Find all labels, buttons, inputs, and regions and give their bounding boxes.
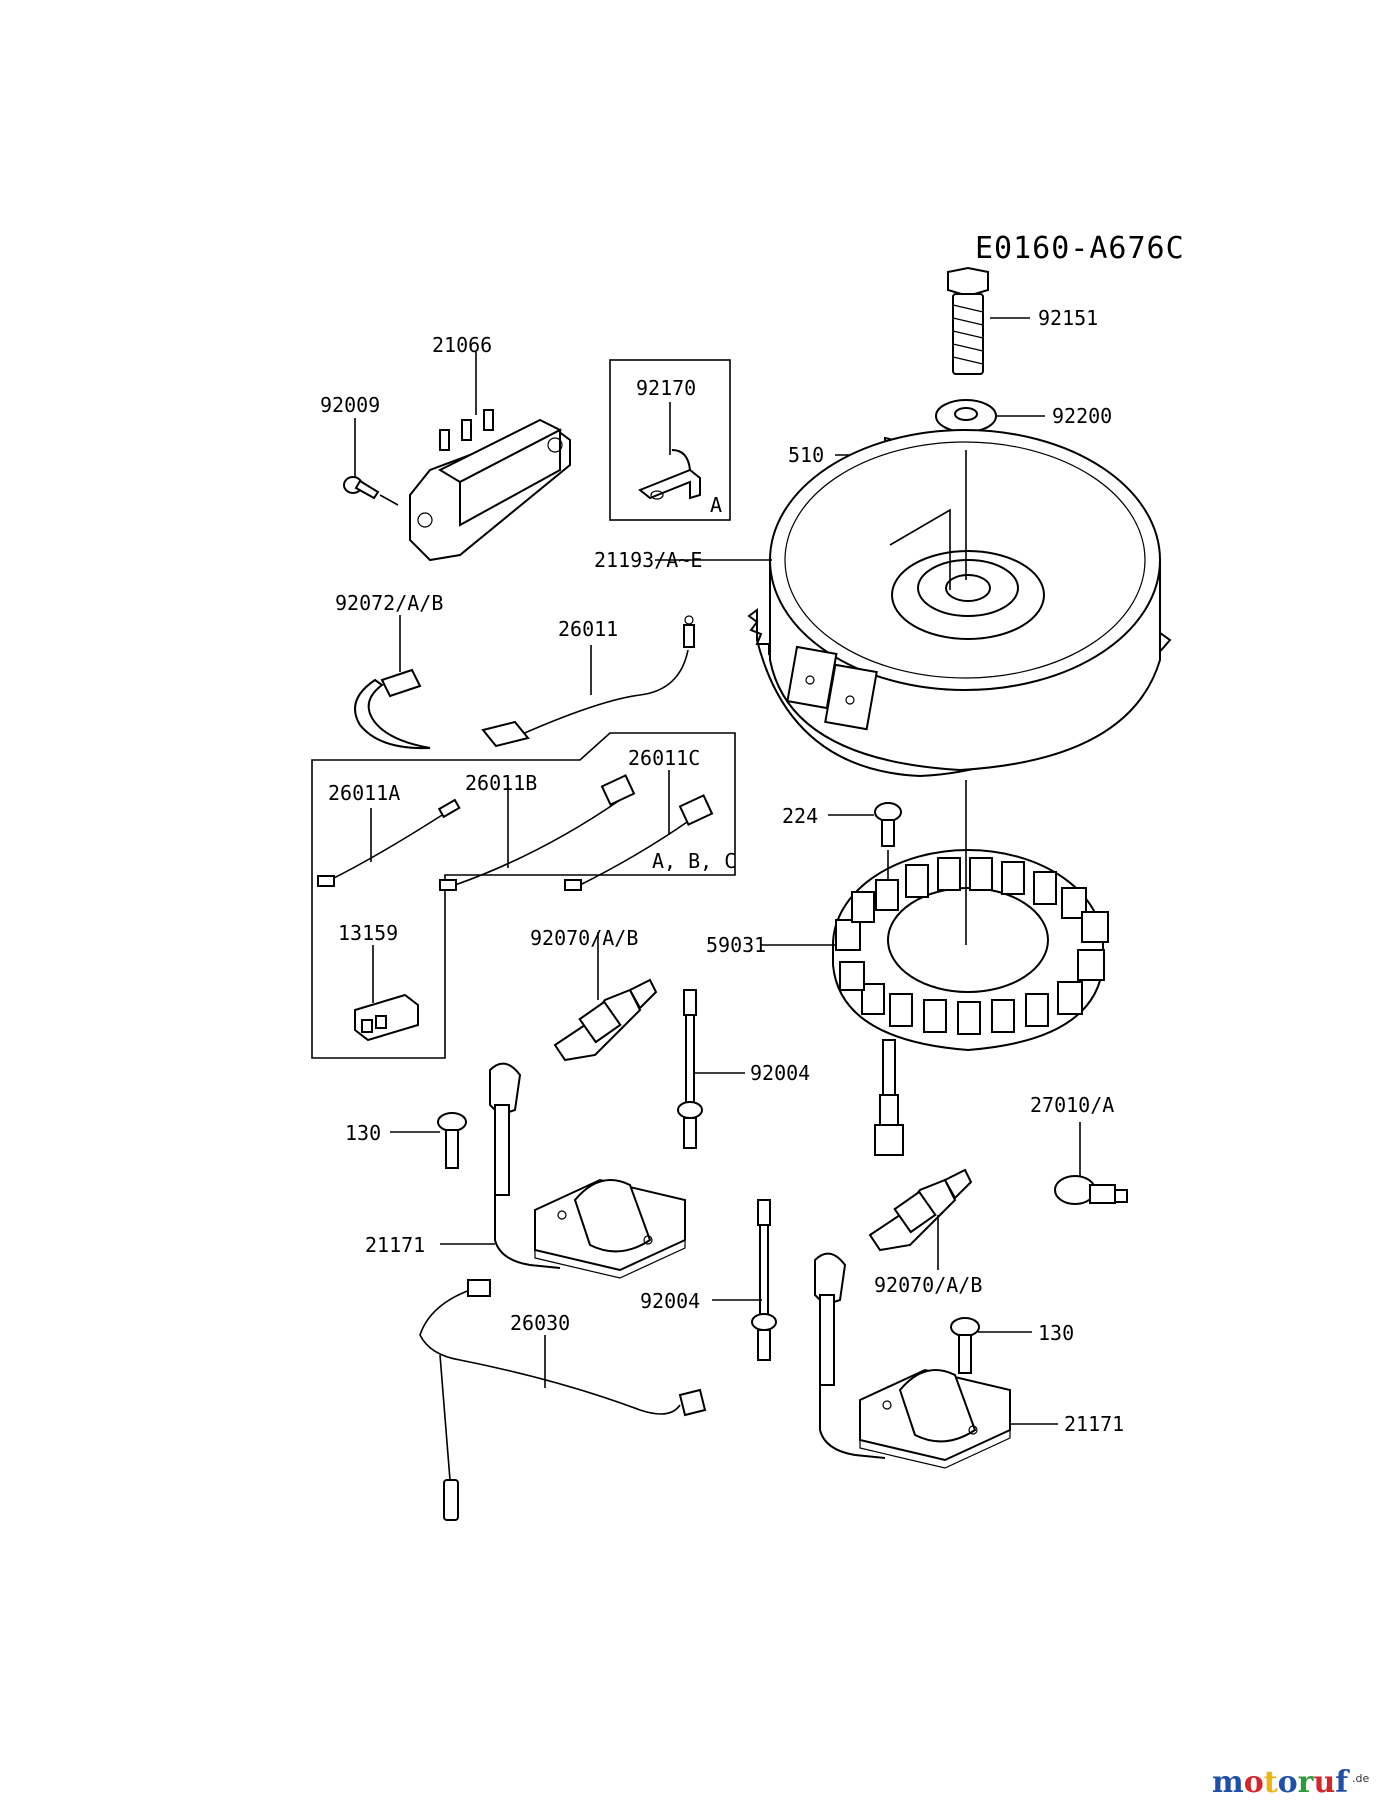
clamp-box-letter: A	[710, 493, 722, 517]
label-21193: 21193/A~E	[594, 548, 702, 572]
label-92170: 92170	[636, 376, 696, 400]
logo-letter: t	[1264, 1765, 1278, 1800]
label-224: 224	[782, 804, 818, 828]
label-13159: 13159	[338, 921, 398, 945]
stud-92004-bottom	[712, 1199, 777, 1361]
label-26011C: 26011C	[628, 746, 700, 770]
flywheel-21193	[655, 429, 1172, 778]
clamp-box	[609, 359, 731, 521]
label-92072: 92072/A/B	[335, 591, 443, 615]
diagram-code: E0160-A676C	[975, 231, 1185, 266]
stud-92004-top	[677, 989, 745, 1149]
logo-letter: o	[1278, 1765, 1298, 1800]
screw-224	[828, 802, 902, 847]
logo-suffix: .de	[1352, 1772, 1369, 1785]
logo-letter: m	[1212, 1765, 1244, 1800]
label-21066: 21066	[432, 333, 492, 357]
sensor-27010	[1054, 1122, 1128, 1205]
harness-box	[311, 732, 736, 1059]
label-21171-right: 21171	[1064, 1412, 1124, 1436]
regulator-21066	[409, 352, 571, 562]
label-26011B: 26011B	[465, 771, 537, 795]
label-26030: 26030	[510, 1311, 570, 1335]
label-26011A: 26011A	[328, 781, 400, 805]
band-92072	[354, 615, 431, 750]
bolt-130-right	[950, 1317, 1032, 1374]
logo-letter: o	[1244, 1765, 1264, 1800]
label-59031: 59031	[706, 933, 766, 957]
spark-plug-92070-top	[553, 932, 658, 1062]
label-92200: 92200	[1052, 404, 1112, 428]
lead-26011	[481, 615, 695, 748]
label-92070-top: 92070/A/B	[530, 926, 638, 950]
logo-letter: u	[1313, 1765, 1335, 1800]
label-21171-left: 21171	[365, 1233, 425, 1257]
label-92009: 92009	[320, 393, 380, 417]
screw-92009	[343, 418, 399, 506]
label-26011: 26011	[558, 617, 618, 641]
bolt-92151	[947, 266, 1030, 375]
label-92004-bottom: 92004	[640, 1289, 700, 1313]
logo-letter: f	[1335, 1765, 1350, 1800]
logo-letter: r	[1298, 1765, 1315, 1800]
label-130-left: 130	[345, 1121, 381, 1145]
ignition-coil-21171-left	[440, 1062, 686, 1279]
label-27010: 27010/A	[1030, 1093, 1114, 1117]
label-92070-bottom: 92070/A/B	[874, 1273, 982, 1297]
washer-92200	[935, 399, 1045, 433]
ignition-coil-21171-right	[814, 1252, 1058, 1469]
stator-59031	[760, 780, 1109, 1156]
label-130-right: 130	[1038, 1321, 1074, 1345]
svg-text:motoruf: motoruf	[1212, 1765, 1350, 1800]
watermark-logo: motoruf .de	[1212, 1765, 1369, 1800]
label-92151: 92151	[1038, 306, 1098, 330]
label-510: 510	[788, 443, 824, 467]
spark-plug-92070-bottom	[868, 1168, 973, 1270]
label-92004-top: 92004	[750, 1061, 810, 1085]
bolt-130-left	[390, 1112, 467, 1169]
lead-26030	[419, 1279, 707, 1521]
harness-box-letters: A, B, C	[652, 849, 736, 873]
